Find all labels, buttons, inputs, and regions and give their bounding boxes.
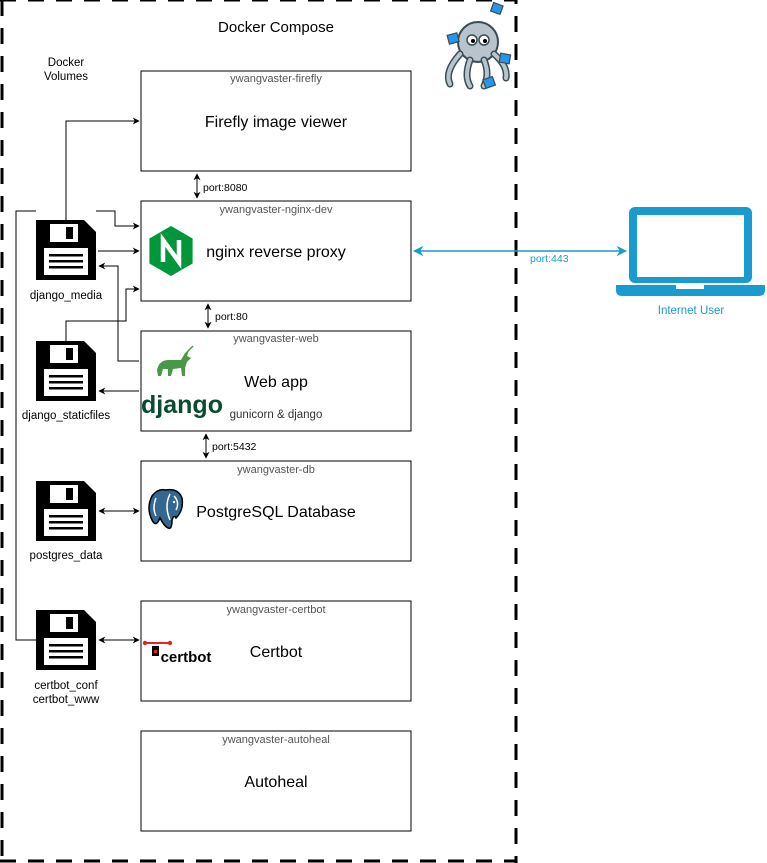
port-label-443: port:443: [530, 253, 569, 265]
volume-label: django_staticfiles: [22, 410, 110, 422]
edge-media-firefly: [65, 117, 140, 220]
port-label-80: port:80: [215, 311, 248, 323]
service-name: ywangvaster-certbot: [226, 604, 325, 616]
certbot-logo-text: certbot: [161, 649, 212, 666]
volumes-heading-line1: Docker: [48, 57, 85, 69]
volume-django-media: django_media: [30, 220, 103, 302]
port-label-8080: port:8080: [203, 182, 248, 194]
volume-postgres-data: postgres_data: [30, 481, 103, 562]
service-label: Autoheal: [244, 774, 307, 791]
service-label: Firefly image viewer: [205, 114, 348, 131]
internet-user: Internet User: [616, 207, 765, 317]
diagram-title: Docker Compose: [218, 19, 334, 36]
service-label: nginx reverse proxy: [206, 244, 346, 261]
edge-media-nginx-top: [96, 210, 140, 230]
service-firefly: ywangvaster-firefly Firefly image viewer: [140, 70, 412, 172]
certbot-robot-icon: [142, 640, 173, 656]
service-name: ywangvaster-autoheal: [222, 734, 330, 746]
port-labels: port:8080 port:80 port:5432 port:443: [203, 182, 569, 453]
service-label: Web app: [244, 374, 308, 391]
floppy-disk-icon: [36, 341, 96, 401]
service-sublabel: gunicorn & django: [230, 409, 323, 421]
internet-user-label: Internet User: [658, 305, 725, 317]
django-logo-text: django: [141, 391, 223, 419]
service-label: Certbot: [250, 644, 303, 661]
floppy-disk-icon: [36, 220, 96, 280]
volume-label-line2: certbot_www: [33, 694, 100, 706]
docker-compose-octopus-icon: [444, 1, 512, 90]
volume-label-line1: certbot_conf: [34, 680, 98, 692]
postgresql-elephant-icon: [148, 488, 184, 530]
volume-label: django_media: [30, 290, 103, 302]
edge-web-media: [98, 262, 139, 362]
service-label: PostgreSQL Database: [196, 504, 356, 521]
service-name: ywangvaster-nginx-dev: [219, 204, 333, 216]
volume-django-staticfiles: django_staticfiles: [22, 341, 110, 422]
service-db: ywangvaster-db PostgreSQL Database: [140, 460, 412, 562]
laptop-icon: [616, 207, 765, 296]
connectors: [15, 117, 628, 644]
floppy-disk-icon: [36, 610, 96, 670]
service-web: ywangvaster-web Web app gunicorn & djang…: [140, 330, 412, 432]
nginx-logo-icon: [149, 226, 193, 276]
service-name: ywangvaster-web: [233, 333, 319, 345]
volume-label: postgres_data: [30, 550, 103, 562]
floppy-disk-icon: [36, 481, 96, 541]
service-nginx: ywangvaster-nginx-dev nginx reverse prox…: [140, 200, 412, 302]
service-name: ywangvaster-firefly: [230, 73, 322, 85]
docker-compose-boundary: Docker Compose Docker Volumes: [0, 0, 518, 863]
service-autoheal: ywangvaster-autoheal Autoheal: [140, 730, 412, 832]
gunicorn-unicorn-icon: [157, 345, 194, 376]
port-label-5432: port:5432: [212, 441, 257, 453]
volumes-heading-line2: Volumes: [44, 71, 88, 83]
service-certbot: ywangvaster-certbot Certbot certbot: [140, 600, 412, 702]
edge-certvol-nginx: [15, 210, 36, 641]
edge-static-nginx: [65, 285, 140, 341]
volume-certbot: certbot_conf certbot_www: [33, 610, 100, 706]
service-name: ywangvaster-db: [237, 464, 315, 476]
